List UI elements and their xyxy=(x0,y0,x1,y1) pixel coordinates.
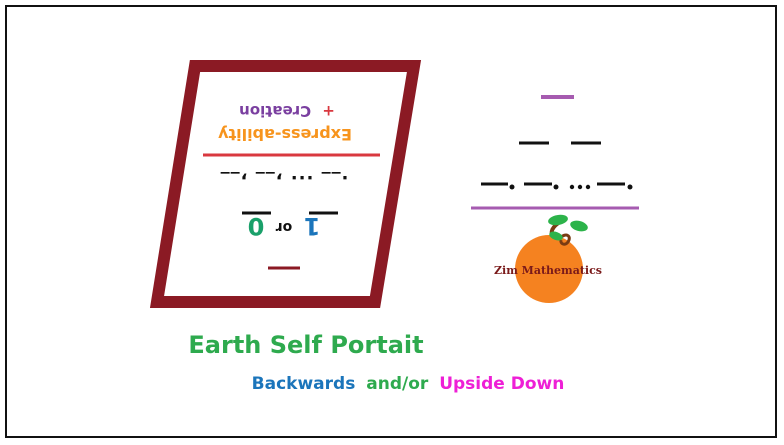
caption-subtitle: Backwards and/or Upside Down xyxy=(252,374,565,394)
stem-curl-icon xyxy=(558,233,571,246)
leaf-icon-3 xyxy=(549,231,563,241)
logo-text: Zim Mathematics xyxy=(494,264,602,277)
word-upside-down: Upside Down xyxy=(439,374,564,394)
creation-word: Creation xyxy=(239,102,311,120)
express-ability-line: Express-ability xyxy=(217,125,351,144)
seq-comma-2 xyxy=(553,184,559,190)
portrait-frame xyxy=(149,60,422,308)
seq-comma-1 xyxy=(509,184,515,190)
leaf-icon xyxy=(548,214,568,226)
digit-zero: 0 xyxy=(248,212,265,240)
caption-title: Earth Self Portait xyxy=(188,331,423,359)
seq-dot-1 xyxy=(569,184,575,190)
plus-sign: + xyxy=(322,102,335,120)
word-andor: and/or xyxy=(366,374,429,394)
digit-one: 1 xyxy=(304,212,321,240)
orange-fruit-icon xyxy=(515,235,583,303)
word-backwards: Backwards xyxy=(252,374,356,394)
leaf-icon-2 xyxy=(570,220,588,232)
seq-dot-3 xyxy=(585,184,591,190)
sequence-line: .__ ... ,__ ,__ xyxy=(220,171,349,192)
seq-period xyxy=(627,184,633,190)
or-text: or xyxy=(276,219,293,235)
creation-line: + Creation xyxy=(239,102,335,120)
seq-dot-2 xyxy=(577,184,583,190)
upside-down-group: + Creation Express-ability .__ ... ,__ ,… xyxy=(217,102,351,240)
